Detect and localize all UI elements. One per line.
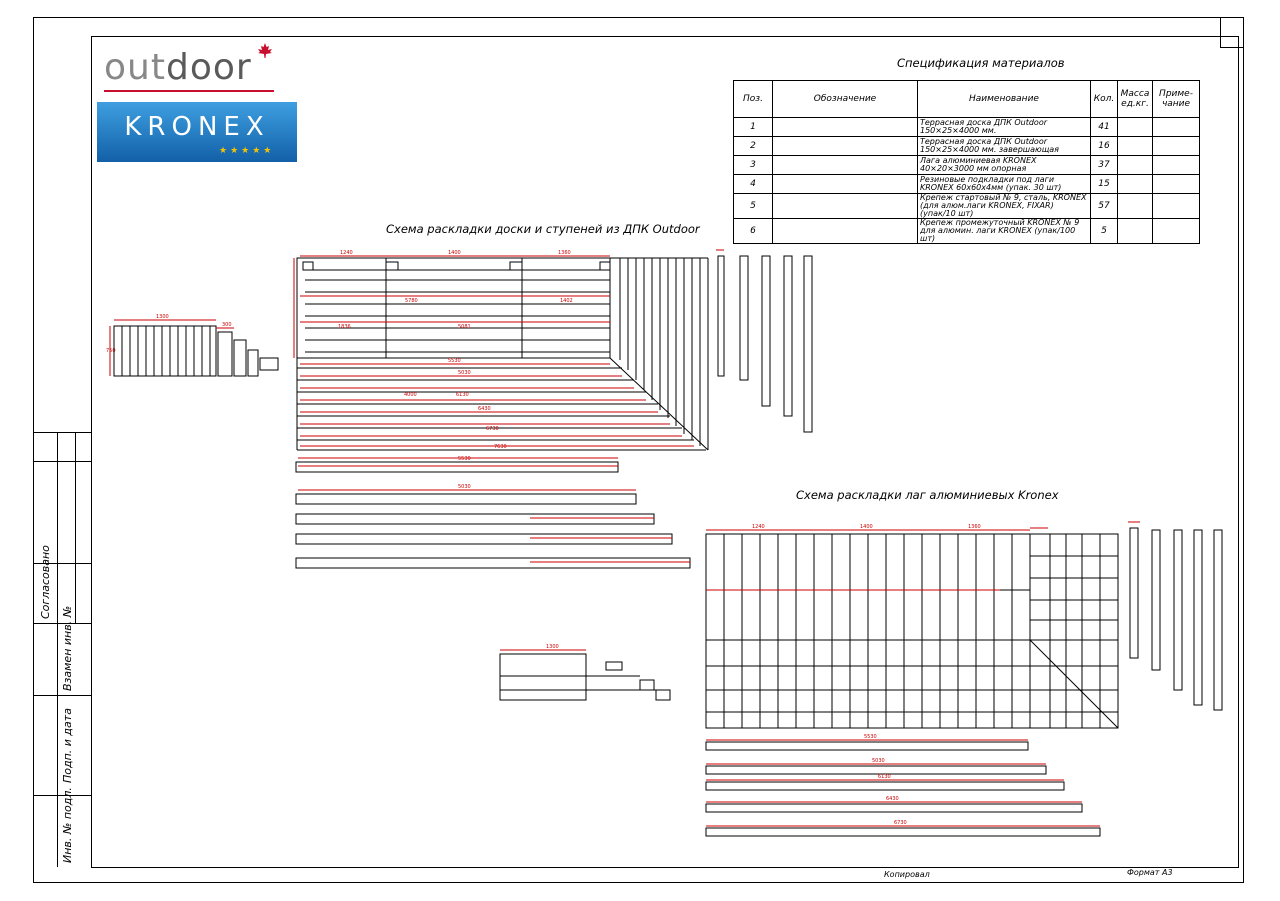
dim-label: 7630 xyxy=(494,444,507,450)
deck-diagonal-boards xyxy=(609,257,709,451)
dim-label: 1360 xyxy=(968,524,981,530)
stamp-row-line xyxy=(33,563,91,564)
deck-post xyxy=(599,261,611,271)
dim-label: 6730 xyxy=(894,820,907,826)
dim-label: 4000 xyxy=(404,392,417,398)
table-row: 6 Крепеж промежуточный KRONEX № 9 для алю… xyxy=(733,218,1200,244)
dim-label: 1240 xyxy=(752,524,765,530)
dim-label: 5530 xyxy=(458,456,471,462)
dim-label: 1300 xyxy=(546,644,559,650)
spec-mass xyxy=(1117,218,1153,244)
stamp-row-line xyxy=(33,623,91,624)
dim-label: 300 xyxy=(222,322,232,328)
stairs-lines xyxy=(121,326,211,376)
outdoor-logo: outdoor xyxy=(104,48,252,88)
spec-header-name: Наименование xyxy=(917,80,1091,118)
maple-leaf-icon xyxy=(258,43,272,58)
dim-label: 5030 xyxy=(458,370,471,376)
copied-label: Копировал xyxy=(884,870,930,879)
kronex-stars: ★★★★★ xyxy=(219,146,275,156)
deck-outline xyxy=(296,257,611,359)
dim-label: 6430 xyxy=(886,796,899,802)
kronex-logo: KRONEX ★★★★★ xyxy=(97,102,297,162)
dim-label: 1240 xyxy=(340,250,353,256)
spec-note xyxy=(1152,218,1200,244)
spec-header-row: Поз. Обозначение Наименование Кол. Масса… xyxy=(733,80,1200,118)
spec-pos: 5 xyxy=(733,193,773,219)
spec-title: Спецификация материалов xyxy=(897,56,1065,70)
dimension-labels: 1240 1400 1360 5780 1402 1836 5081 5530 … xyxy=(106,250,981,826)
joist-grid-outline xyxy=(705,533,1119,729)
stamp-divider xyxy=(75,433,76,623)
format-label: Формат А3 xyxy=(1127,868,1173,877)
deck-post xyxy=(509,261,523,271)
board-scheme-title: Схема раскладки доски и ступеней из ДПК … xyxy=(386,222,700,236)
spec-name: Крепеж стартовый № 9, сталь, KRONEX (для… xyxy=(917,193,1091,219)
spec-pos: 6 xyxy=(733,218,773,244)
dim-label: 5081 xyxy=(458,324,471,330)
dim-label: 1400 xyxy=(860,524,873,530)
kronex-logo-text: KRONEX xyxy=(124,112,270,142)
dim-label: 6730 xyxy=(486,426,499,432)
joist-rows xyxy=(705,741,1101,837)
spec-designation xyxy=(772,218,918,244)
drawing-outer-frame xyxy=(33,17,1244,883)
dimension-lines xyxy=(109,249,1140,827)
deck-post xyxy=(302,261,314,271)
dim-label: 5530 xyxy=(448,358,461,364)
stamp-divider xyxy=(57,433,58,867)
lower-boards xyxy=(295,358,706,569)
outdoor-logo-part2: door xyxy=(165,47,252,88)
dim-label: 6430 xyxy=(478,406,491,412)
dim-label: 5780 xyxy=(405,298,418,304)
dim-label: 5030 xyxy=(872,758,885,764)
dim-label: 1400 xyxy=(448,250,461,256)
dim-label: 6130 xyxy=(456,392,469,398)
dim-label: 5030 xyxy=(458,484,471,490)
dim-label: 5530 xyxy=(864,734,877,740)
dim-label: 1360 xyxy=(558,250,571,256)
stamp-row-line xyxy=(33,461,91,462)
stairs-block xyxy=(113,325,217,377)
dim-label: 1300 xyxy=(156,314,169,320)
dim-label: 6130 xyxy=(878,774,891,780)
corner-stamp-box xyxy=(1220,17,1243,48)
dim-label: 750 xyxy=(106,348,116,354)
joist-grid-lines xyxy=(706,534,1119,729)
spec-table: Поз. Обозначение Наименование Кол. Масса… xyxy=(733,80,1200,244)
spec-header-qty: Кол. xyxy=(1090,80,1118,118)
outdoor-logo-part1: out xyxy=(104,47,166,88)
outdoor-logo-underline xyxy=(104,90,274,92)
standalone-board xyxy=(717,255,725,377)
joist-scheme-title: Схема раскладки лаг алюминиевых Kronex xyxy=(796,488,1059,502)
deck-post xyxy=(385,261,399,271)
side-stamp-table: Согласовано Взамен инв. № Подп. и дата И… xyxy=(33,432,91,867)
dim-label: 1402 xyxy=(560,298,573,304)
spec-qty: 5 xyxy=(1090,218,1118,244)
stamp-row-line xyxy=(33,695,91,696)
spec-header-designation: Обозначение xyxy=(772,80,918,118)
spec-name: Крепеж промежуточный KRONEX № 9 для алюм… xyxy=(917,218,1091,244)
deck-board-lines xyxy=(305,258,610,358)
joist-stair-detail xyxy=(499,653,587,701)
standalone-joist xyxy=(1129,527,1139,659)
table-row: 5 Крепеж стартовый № 9, сталь, KRONEX (дл… xyxy=(733,193,1200,219)
dim-label: 1836 xyxy=(338,324,351,330)
drawing-inner-frame xyxy=(91,36,1239,868)
stamp-row-line xyxy=(33,795,91,796)
